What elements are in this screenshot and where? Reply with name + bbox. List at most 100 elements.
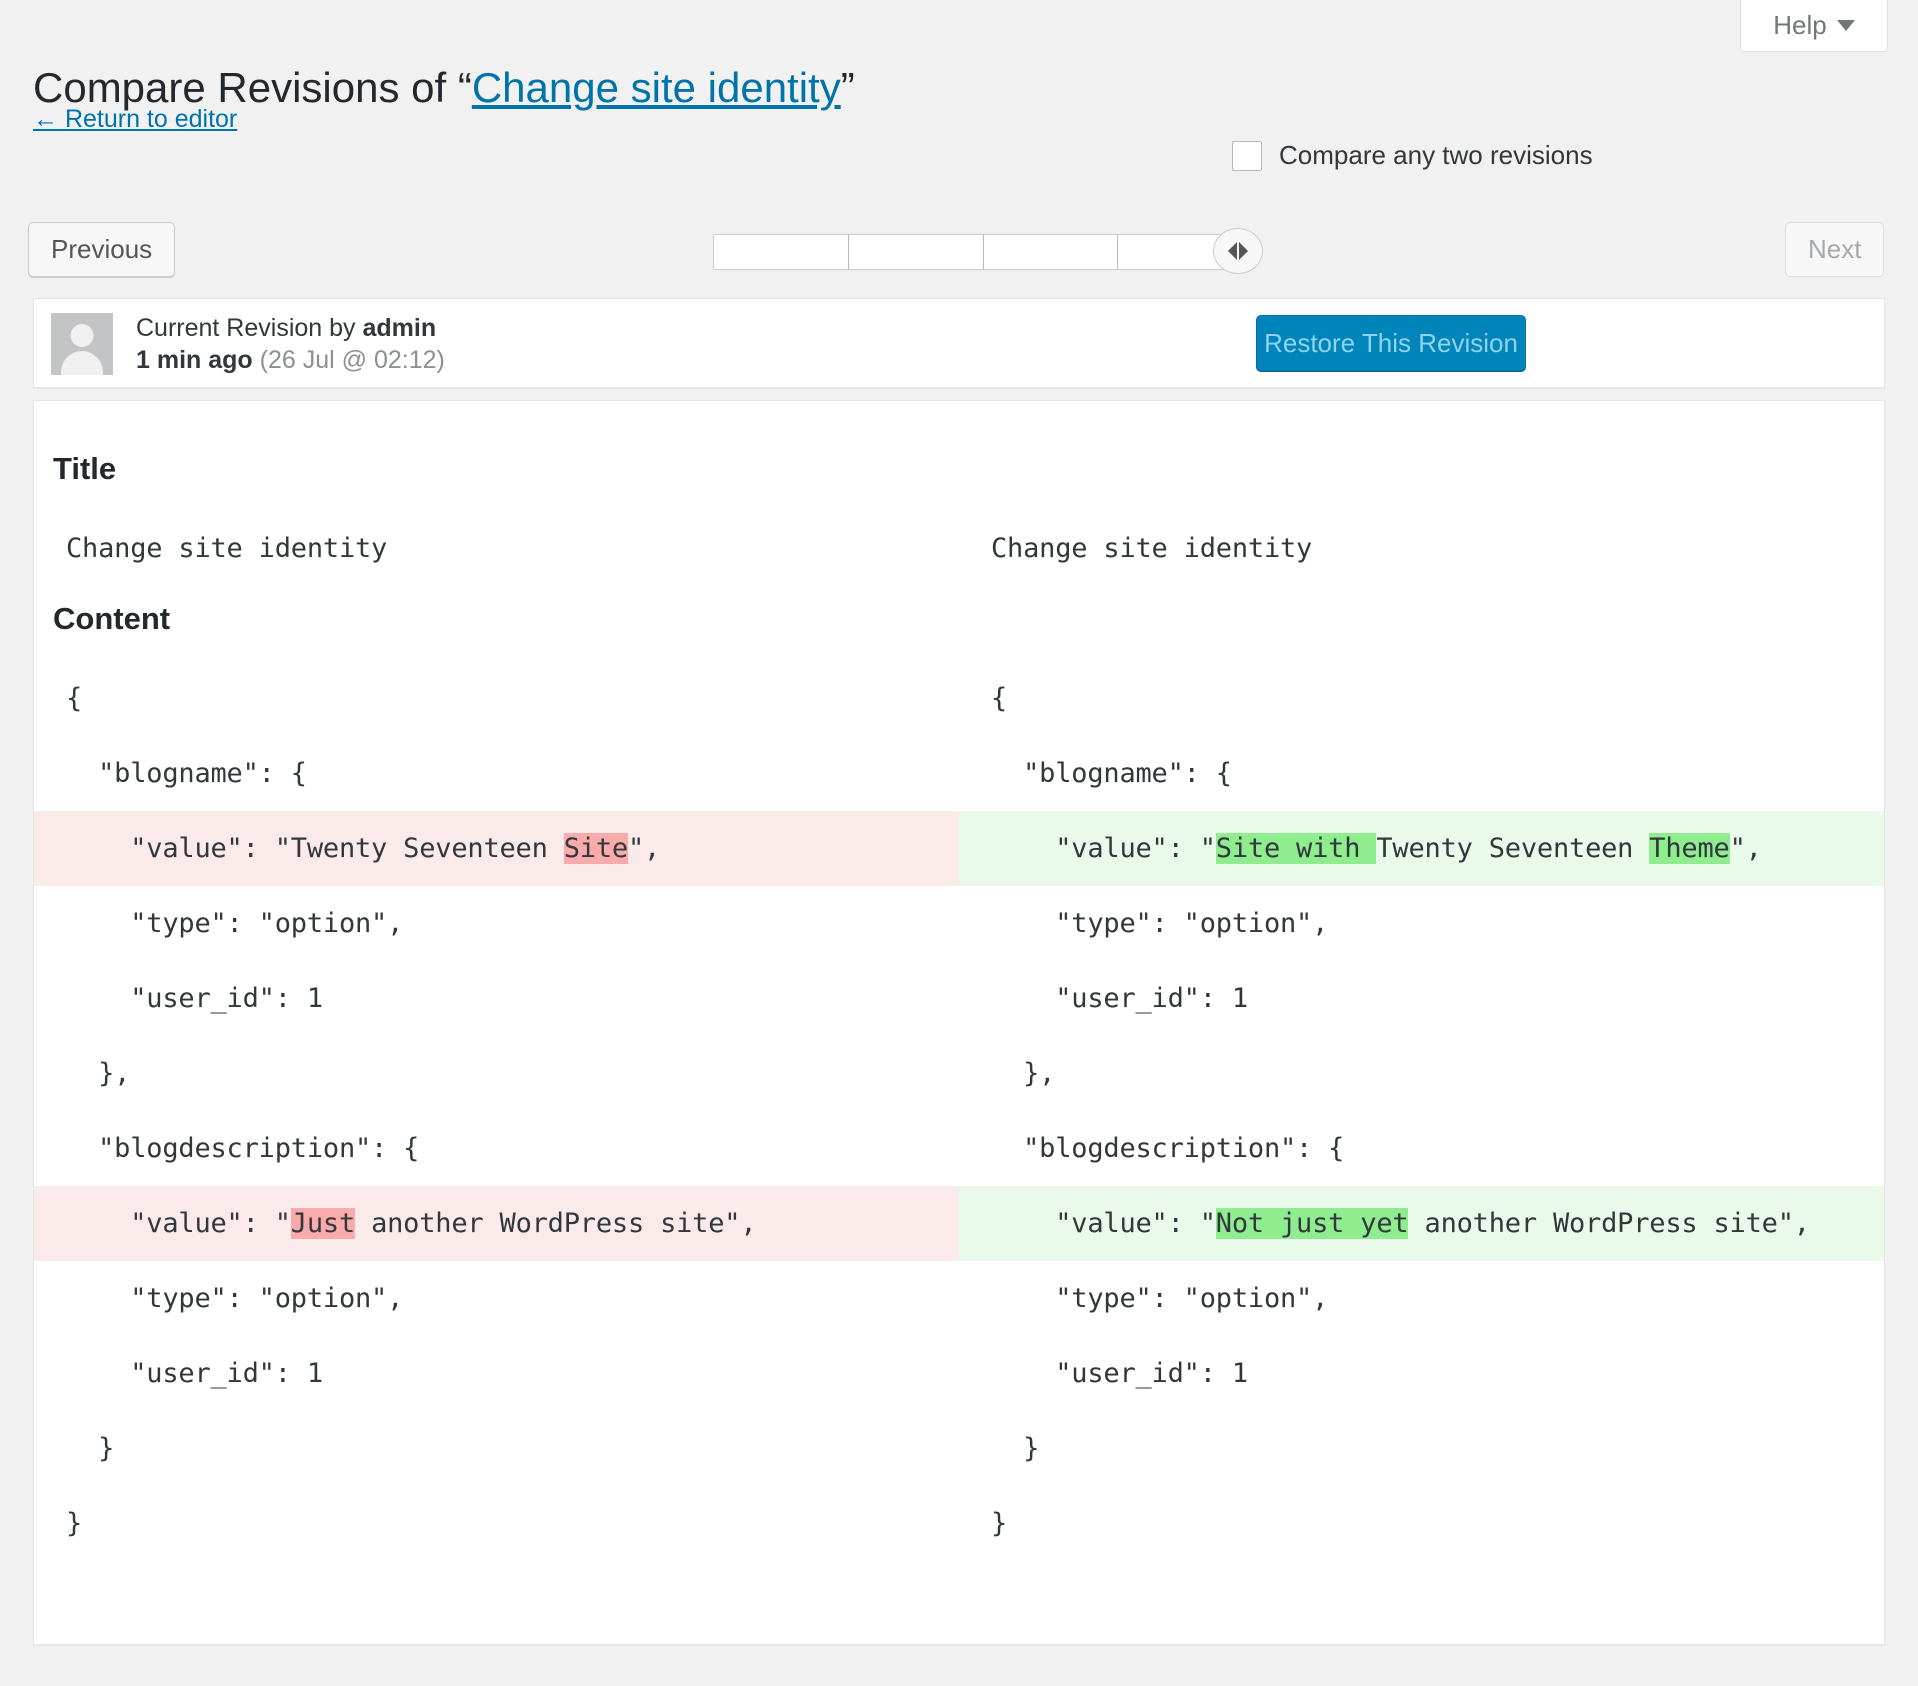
diff-cell-added: "value": "Not just yet another WordPress… [959,1186,1884,1261]
diff-cell: }, [34,1036,959,1111]
diff-cell: "blogname": { [959,736,1884,811]
diff-cell: "blogname": { [34,736,959,811]
diff-section-title-title: Title [53,451,117,486]
slider-segment [849,235,984,269]
diff-text: Twenty Seventeen [1376,833,1650,864]
restore-this-revision-button[interactable]: Restore This Revision [1256,315,1526,371]
diff-text: "type": "option", [991,908,1329,939]
diff-cell-removed: "value": "Just another WordPress site", [34,1186,959,1261]
compare-two-revisions-checkbox[interactable] [1232,140,1262,171]
diff-text: "type": "option", [66,1283,404,1314]
revision-byline: Current Revision by admin [136,312,445,344]
diff-cell: { [959,661,1884,736]
revision-slider[interactable] [713,228,1263,274]
next-revision-button[interactable]: Next [1785,222,1885,277]
diff-text: Change site identity [991,533,1313,564]
help-button[interactable]: Help [1740,0,1888,52]
diff-text: "blogdescription": { [66,1133,420,1164]
diff-row: "value": "Just another WordPress site", … [34,1186,1884,1261]
diff-text: } [991,1433,1040,1464]
slider-segment [714,235,849,269]
revision-post-link[interactable]: Change site identity [471,64,841,112]
diff-row: "user_id": 1 "user_id": 1 [34,961,1884,1036]
chevron-down-icon [1836,20,1855,31]
diff-row: Change site identity Change site identity [34,511,1884,586]
diff-cell: "user_id": 1 [34,961,959,1036]
diff-text: "type": "option", [66,908,404,939]
diff-text: }, [66,1058,131,1089]
diff-text: "user_id": 1 [991,1358,1248,1389]
diff-text: "blogdescription": { [991,1133,1345,1164]
revision-absolute-time: (26 Jul @ 02:12) [259,346,445,374]
diff-row: {{ [34,661,1884,736]
diff-text: another WordPress site", [1408,1208,1811,1239]
diff-row: } } [34,1411,1884,1486]
diff-inline-removed: Just [290,1208,356,1239]
page-title-suffix: ” [840,64,855,112]
diff-row: "user_id": 1 "user_id": 1 [34,1336,1884,1411]
diff-text: } [991,1508,1008,1539]
diff-cell: } [34,1411,959,1486]
return-to-editor-link[interactable]: ← Return to editor [33,105,238,133]
page-title-prefix: Compare Revisions of “ [33,64,472,112]
diff-text: "blogname": { [66,758,307,789]
diff-row: "type": "option", "type": "option", [34,1261,1884,1336]
diff-cell: "user_id": 1 [959,1336,1884,1411]
diff-text: "value": "Twenty Seventeen [66,833,564,864]
diff-table-content: {{ "blogname": { "blogname": { "value": … [34,661,1884,1561]
user-avatar-placeholder-icon [70,324,94,347]
diff-text: "type": "option", [991,1283,1329,1314]
diff-cell: "type": "option", [34,1261,959,1336]
diff-cell: } [34,1486,959,1561]
revision-relative-time: 1 min ago [136,346,253,374]
diff-cell: "type": "option", [34,886,959,961]
revision-slider-track[interactable] [713,234,1253,270]
diff-text: "user_id": 1 [66,1358,323,1389]
diff-text: "blogname": { [991,758,1232,789]
diff-cell: } [959,1486,1884,1561]
diff-row: "type": "option", "type": "option", [34,886,1884,961]
revision-author: admin [362,314,437,342]
diff-section-title-content: Content [53,601,171,636]
diff-cell: { [34,661,959,736]
compare-two-revisions-control[interactable]: Compare any two revisions [1232,140,1593,171]
diff-row: "blogname": { "blogname": { [34,736,1884,811]
revision-slider-handle[interactable] [1213,228,1263,274]
diff-cell: "user_id": 1 [959,961,1884,1036]
diff-text: "user_id": 1 [66,983,323,1014]
diff-text: ", [627,833,661,864]
diff-text: }, [991,1058,1056,1089]
diff-cell: "blogdescription": { [959,1111,1884,1186]
diff-text: ", [1729,833,1762,864]
diff-inline-added: Theme [1649,833,1730,864]
diff-cell-added: "value": "Site with Twenty Seventeen The… [959,811,1884,886]
page-title: Compare Revisions of “Change site identi… [33,64,855,112]
diff-cell: "blogdescription": { [34,1111,959,1186]
diff-cell: } [959,1411,1884,1486]
diff-text: "value": " [991,1208,1216,1239]
help-label: Help [1773,10,1827,40]
diff-cell: Change site identity [34,511,959,586]
revision-time: 1 min ago (26 Jul @ 02:12) [136,344,445,376]
diff-cell-removed: "value": "Twenty Seventeen Site", [34,811,959,886]
diff-text: } [66,1508,83,1539]
diff-row: "blogdescription": { "blogdescription": … [34,1111,1884,1186]
diff-cell: Change site identity [959,511,1884,586]
diff-text: "user_id": 1 [991,983,1248,1014]
diff-inline-added: Site with [1215,833,1377,864]
diff-text: { [991,683,1008,714]
diff-cell: "user_id": 1 [34,1336,959,1411]
diff-text: "value": " [66,1208,291,1239]
diff-inline-added: Not just yet [1215,1208,1409,1239]
diff-text: { [66,683,83,714]
previous-revision-button[interactable]: Previous [28,222,176,277]
diff-row: }, }, [34,1036,1884,1111]
revision-meta-text: Current Revision by admin 1 min ago (26 … [136,312,445,376]
revision-byline-prefix: Current Revision by [136,314,363,342]
diff-text: } [66,1433,115,1464]
diff-row: "value": "Twenty Seventeen Site", "value… [34,811,1884,886]
left-right-arrows-icon [1228,242,1248,260]
compare-two-revisions-label: Compare any two revisions [1279,140,1593,170]
